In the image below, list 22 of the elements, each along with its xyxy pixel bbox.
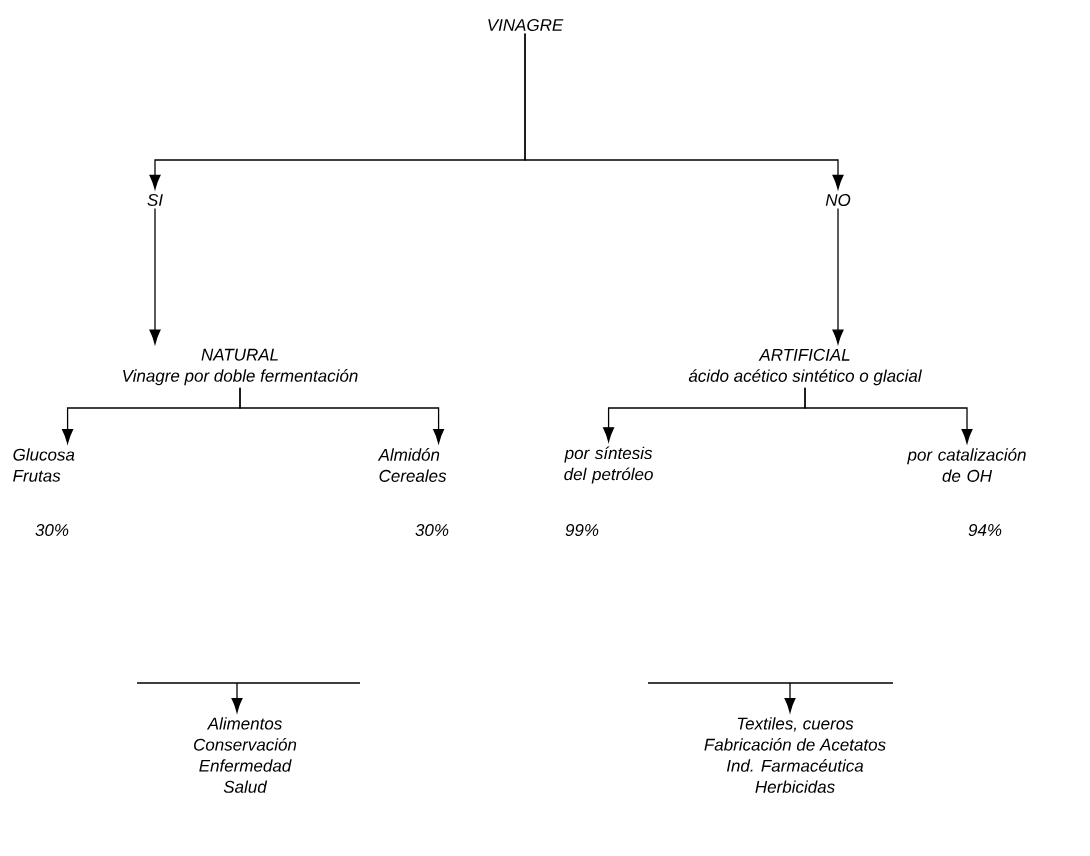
text-label: Almidón Cereales: [377, 448, 447, 482]
arrow: [136, 682, 361, 713]
text-label: NO: [825, 194, 851, 206]
text-label: por síntesis del petróleo: [564, 446, 653, 484]
text-label: Alimentos Conservación Enfermedad Salud: [194, 717, 297, 793]
text-label: Textiles, cueros Fabricación de Acetatos Ind. Farmacéutica Herbicidas: [704, 717, 886, 793]
arrow: [524, 32, 844, 190]
text-label: Glucosa Frutas: [13, 448, 75, 482]
arrow: [804, 387, 973, 444]
text-label: por catalización de OH: [907, 448, 1026, 482]
percentage-label: 30%: [35, 524, 69, 536]
text-label: NATURAL Vinagre por doble fermentación: [123, 348, 358, 386]
arrow: [149, 207, 161, 345]
arrow: [239, 387, 445, 444]
percentage-label: 94%: [968, 524, 1002, 536]
percentage-label: 30%: [415, 524, 449, 536]
text-label: SI: [147, 194, 163, 206]
arrow: [832, 207, 844, 345]
arrow: [647, 682, 894, 713]
text-label: ARTIFICIAL ácido acético sintético o glacial: [688, 348, 922, 386]
text-label: VINAGRE: [488, 19, 564, 31]
percentage-label: 99%: [565, 524, 599, 536]
